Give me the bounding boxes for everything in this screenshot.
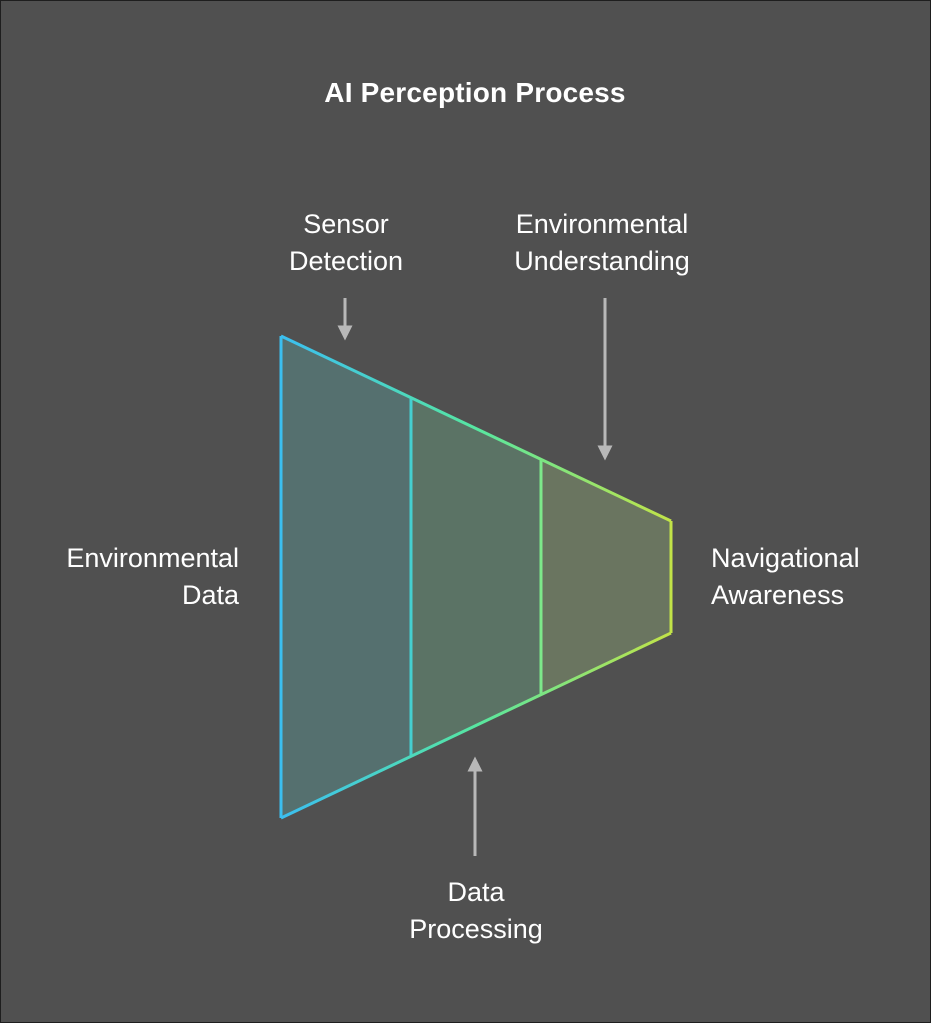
label-line: Processing	[409, 914, 543, 944]
label-line: Detection	[288, 246, 404, 276]
label-line: Data	[447, 877, 505, 907]
label-line: Understanding	[514, 246, 690, 276]
label-environmental-data: Environmental Data	[11, 540, 239, 614]
stage-environmental-understanding	[541, 460, 671, 694]
label-line: Awareness	[711, 580, 845, 610]
label-line: Environmental	[515, 209, 689, 239]
label-navigational-awareness: Navigational Awareness	[711, 540, 921, 614]
stage-data-processing	[411, 398, 541, 756]
stage-sensor-detection	[281, 336, 411, 818]
label-line: Data	[181, 580, 239, 610]
funnel-top-edge	[280, 334, 672, 523]
label-line: Environmental	[66, 543, 239, 573]
label-line: Navigational	[711, 543, 860, 573]
funnel-bottom-edge	[280, 631, 672, 820]
label-line: Sensor	[303, 209, 389, 239]
page-title: AI Perception Process	[324, 77, 626, 108]
label-data-processing: Data Processing	[376, 874, 576, 948]
label-environmental-understanding: Environmental Understanding	[487, 206, 717, 280]
label-sensor-detection: Sensor Detection	[246, 206, 446, 280]
